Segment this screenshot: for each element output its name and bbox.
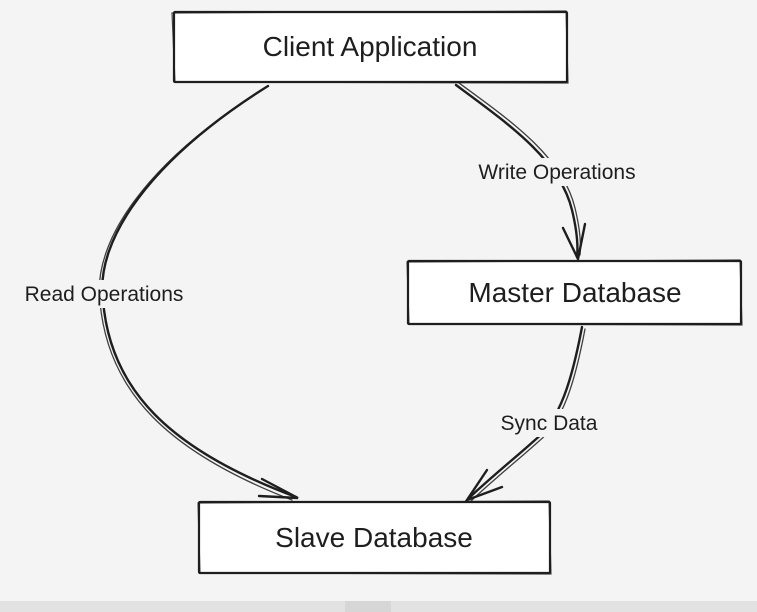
edge-label-write-text: Write Operations (478, 161, 635, 184)
bottom-toolbar-strip (0, 601, 757, 612)
node-label-slave: Slave Database (275, 522, 473, 553)
node-client-application[interactable]: Client Application (171, 10, 569, 84)
edge-label-sync: Sync Data (493, 409, 606, 437)
edge-label-write: Write Operations (466, 158, 648, 186)
edge-label-read-text: Read Operations (25, 283, 184, 306)
node-label-client: Client Application (263, 31, 478, 62)
node-slave-database[interactable]: Slave Database (197, 500, 552, 575)
node-master-database[interactable]: Master Database (406, 259, 743, 326)
node-label-master: Master Database (468, 277, 681, 308)
edge-sync-data (463, 325, 586, 503)
edge-write-operations (454, 82, 587, 263)
edge-label-read: Read Operations (13, 280, 196, 308)
toolbar-segment (345, 601, 391, 612)
edge-label-sync-text: Sync Data (501, 412, 598, 435)
